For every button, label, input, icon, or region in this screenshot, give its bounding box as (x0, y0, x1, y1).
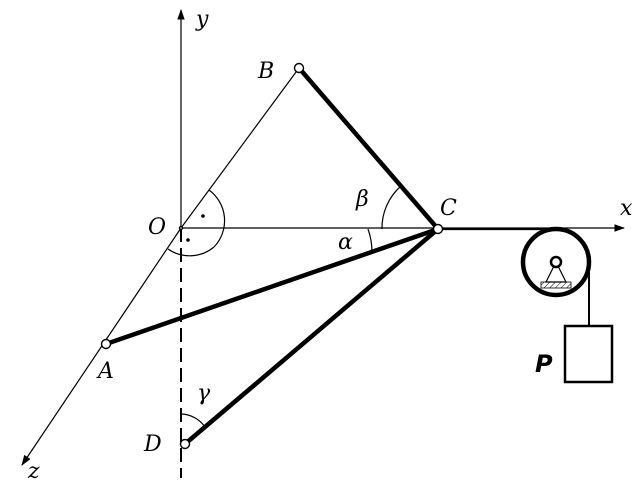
weight-block (563, 324, 614, 384)
angle-gamma-arc (180, 413, 206, 428)
label-a: A (96, 359, 114, 384)
label-gamma: γ (197, 381, 211, 406)
label-beta: β (355, 187, 369, 212)
right-angle-dot-1 (201, 214, 205, 218)
label-weight-p: P (535, 350, 553, 378)
label-o: O (148, 215, 166, 240)
hinge-c (432, 223, 444, 235)
pulley-support-hatch (540, 281, 572, 289)
label-z-axis: z (27, 459, 40, 484)
right-angle-arc-oz (167, 246, 215, 257)
right-angle-dot-2 (186, 238, 190, 242)
angle-beta-arc (381, 185, 402, 230)
label-y-axis: y (195, 7, 209, 32)
label-b: B (257, 59, 274, 84)
label-c: C (440, 196, 457, 221)
ob-line (180, 67, 300, 229)
label-x-axis: x (620, 196, 633, 221)
rod-bc (296, 65, 441, 232)
label-d: D (143, 432, 162, 457)
hinge-b (293, 62, 305, 74)
rod-dc (182, 226, 441, 447)
hinge-a (100, 338, 112, 350)
right-angle-arc-ob (208, 189, 226, 248)
pulley-axle (549, 255, 563, 269)
hinge-d (179, 438, 191, 450)
rod-ac (103, 226, 441, 347)
angle-alpha-arc (367, 228, 373, 253)
hinge-o (178, 225, 184, 231)
label-alpha: α (338, 230, 353, 255)
